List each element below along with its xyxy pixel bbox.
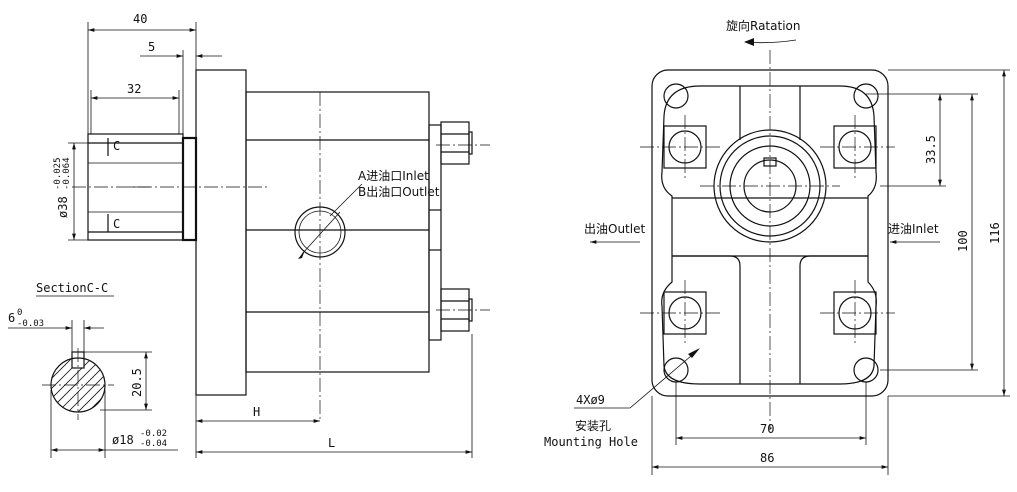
front-view-body: [640, 50, 895, 430]
dim-5-label: 5: [148, 40, 155, 54]
inlet-label: 进油Inlet: [888, 222, 939, 236]
shaft-tol-lower: -0.064: [62, 157, 72, 190]
key-width-lower: -0.03: [17, 319, 44, 329]
dimension-section-dia: ø18 -0.02 -0.04: [50, 390, 178, 458]
dim-70-label: 70: [760, 422, 774, 436]
inlet-indicator: 进油Inlet: [888, 222, 940, 244]
shaft-dia-label: ø38: [56, 196, 70, 218]
dim-40-label: 40: [133, 12, 147, 26]
key-height-label: 20.5: [130, 368, 144, 397]
dim-32-label: 32: [127, 82, 141, 96]
dimension-116: 116: [888, 69, 1010, 397]
section-marks: C C: [107, 138, 120, 232]
dimension-h: H: [195, 395, 320, 458]
dimension-key-height: 20.5: [84, 351, 152, 411]
outlet-indicator: 出油Outlet: [584, 222, 645, 244]
dimension-40: 40: [87, 12, 197, 134]
port-label-b: B出油口Outlet: [358, 185, 440, 199]
section-title: SectionC-C: [36, 281, 108, 295]
dimension-32: 32: [90, 82, 180, 134]
key-width-upper: 0: [17, 308, 22, 318]
section-tol-lower: -0.04: [140, 439, 167, 449]
rotation-label: 旋向Ratation: [726, 18, 800, 33]
dim-h-label: H: [253, 405, 260, 419]
dimension-key-width: 6 0 -0.03: [8, 308, 104, 352]
key-width-base: 6: [8, 311, 15, 325]
shaft-tol-upper: -0.025: [53, 157, 63, 190]
side-view-body: [72, 69, 490, 420]
section-mark-top: C: [113, 139, 120, 153]
dimension-86: 86: [651, 396, 889, 475]
outlet-label: 出油Outlet: [584, 222, 645, 236]
dim-86-label: 86: [760, 451, 774, 465]
dim-116-label: 116: [988, 222, 1002, 244]
mounting-hole-callout: 4Xø9 安装孔 Mounting Hole: [544, 348, 700, 449]
section-mark-bottom: C: [113, 217, 120, 231]
port-labels: A进油口Inlet B出油口Outlet: [329, 169, 440, 217]
section-dia-label: ø18: [112, 433, 134, 447]
dimension-70: 70: [675, 382, 867, 445]
dimension-100: 100: [880, 93, 978, 371]
mount-label-cn: 安装孔: [575, 418, 611, 433]
dimension-5: 5: [140, 40, 222, 138]
front-view: 旋向Ratation 出油Outlet 进油Inlet 33.5: [544, 18, 1010, 475]
rotation-indicator: 旋向Ratation: [726, 18, 800, 46]
hole-spec-label: 4Xø9: [576, 393, 605, 407]
side-view: 40 5 32 C C ø38: [53, 12, 490, 458]
dim-100-label: 100: [956, 230, 970, 252]
dimension-33-5: 33.5: [866, 93, 946, 187]
dimension-l: L: [196, 334, 473, 458]
dim-33-5-label: 33.5: [924, 135, 938, 164]
section-tol-upper: -0.02: [140, 429, 167, 439]
dim-l-label: L: [328, 436, 335, 450]
section-view: SectionC-C: [8, 281, 178, 458]
port-label-a: A进油口Inlet: [358, 169, 429, 183]
mount-label-en: Mounting Hole: [544, 435, 638, 449]
dimension-shaft-dia: ø38 -0.025 -0.064: [53, 142, 88, 241]
